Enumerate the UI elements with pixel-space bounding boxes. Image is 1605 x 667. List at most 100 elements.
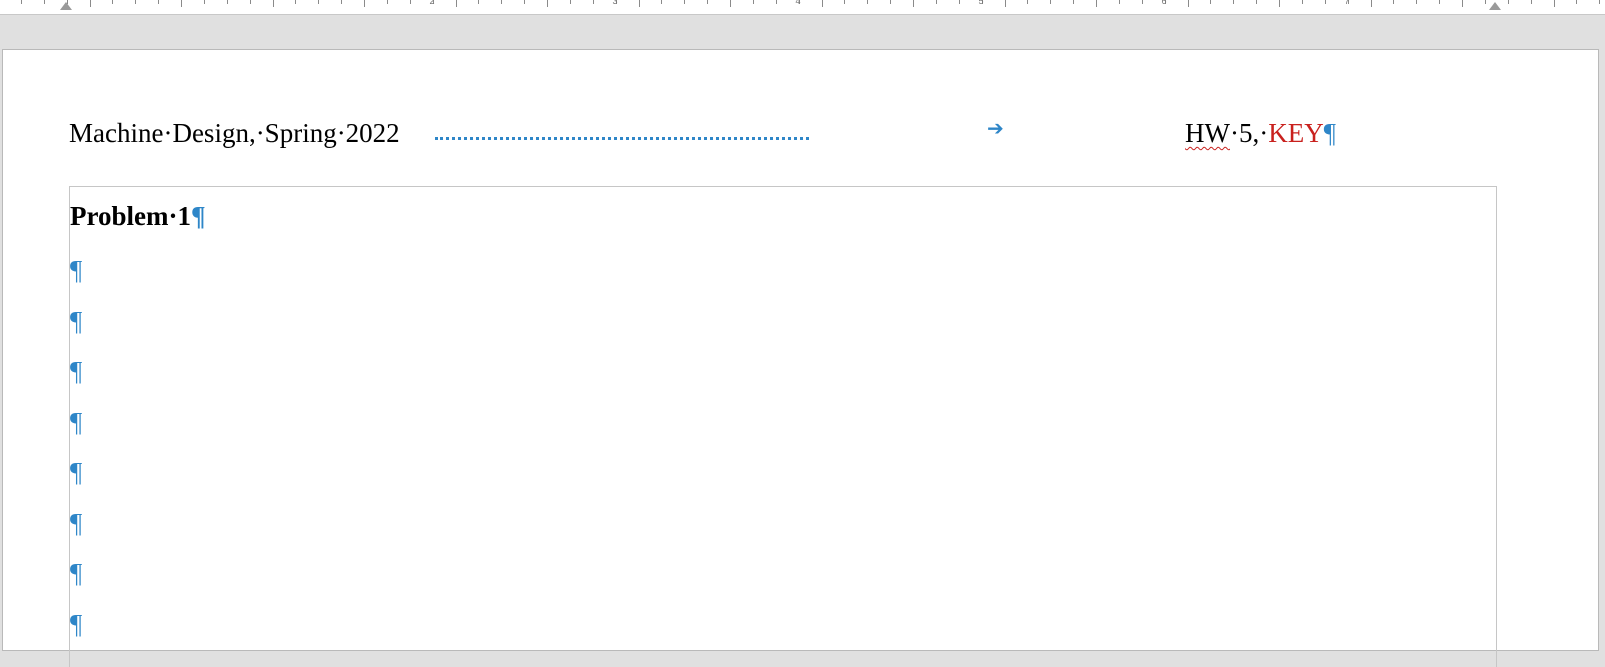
empty-paragraph-mark[interactable]: ¶ xyxy=(70,305,83,336)
ruler-tick xyxy=(890,0,892,4)
ruler-number: 6 xyxy=(1161,0,1167,6)
ruler-tick xyxy=(1027,0,1029,4)
ruler-number: 3 xyxy=(612,0,618,6)
ruler-tick xyxy=(1324,0,1326,4)
ruler-tick xyxy=(1118,0,1120,4)
ruler-tick xyxy=(501,0,503,4)
tab-leader-dots xyxy=(435,133,809,140)
tab-arrow-icon: ➔ xyxy=(987,116,1004,140)
ruler-tick xyxy=(752,0,754,4)
ruler-tick xyxy=(1576,0,1578,4)
problem-heading-text: Problem·1 xyxy=(70,201,191,231)
problem-heading: Problem·1¶ xyxy=(70,201,206,232)
empty-paragraph-mark[interactable]: ¶ xyxy=(70,608,83,639)
ruler-tick xyxy=(1004,0,1006,7)
ruler-tick xyxy=(1233,0,1235,4)
ruler-tick xyxy=(1141,0,1143,4)
ruler-tick xyxy=(89,0,91,7)
ruler-tick xyxy=(798,0,800,4)
ruler-tick xyxy=(1096,0,1097,7)
horizontal-ruler[interactable]: 2 3 4 5 6 7 xyxy=(0,0,1605,15)
ruler-tick xyxy=(43,0,45,4)
ruler-tick xyxy=(730,0,731,7)
ruler-tick xyxy=(981,0,983,4)
page-header[interactable]: Machine·Design,·Spring·2022 ➔ HW·5,·KEY¶ xyxy=(69,116,1369,150)
ruler-tick xyxy=(135,0,137,4)
ruler-tick xyxy=(66,0,68,4)
document-page[interactable]: Machine·Design,·Spring·2022 ➔ HW·5,·KEY¶… xyxy=(2,49,1599,667)
ruler-number: 7 xyxy=(1344,0,1350,6)
empty-paragraph-mark[interactable]: ¶ xyxy=(70,457,83,487)
ruler-tick xyxy=(661,0,663,4)
paragraph-mark: ¶ xyxy=(191,201,206,231)
ruler-tick xyxy=(615,0,617,4)
ruler-number: 5 xyxy=(978,0,984,6)
ruler-tick xyxy=(295,0,297,4)
empty-paragraph-mark[interactable]: ¶ xyxy=(70,507,83,538)
header-hw-number: ·5,· xyxy=(1229,118,1269,148)
empty-paragraph-mark[interactable]: ¶ xyxy=(70,558,83,588)
left-indent-marker[interactable] xyxy=(60,2,72,10)
ruler-tick xyxy=(1530,0,1532,4)
ruler-tick xyxy=(1393,0,1395,4)
ruler-tick xyxy=(1484,0,1486,4)
ruler-tick xyxy=(203,0,205,4)
ruler-tick xyxy=(1416,0,1418,4)
ruler-tick xyxy=(455,0,457,7)
text-boundary-frame[interactable]: Problem·1¶ ¶¶¶¶¶¶¶¶ xyxy=(69,186,1497,667)
header-homework-label: HW·5,·KEY¶ xyxy=(1185,118,1336,149)
ruler-tick xyxy=(226,0,228,4)
ruler-tick xyxy=(1553,0,1555,7)
ruler-tick xyxy=(341,0,343,4)
ruler-tick xyxy=(821,0,823,7)
ruler-tick xyxy=(249,0,251,4)
ruler-tick xyxy=(1210,0,1212,4)
ruler-tick xyxy=(386,0,388,4)
ruler-tick xyxy=(181,0,182,7)
empty-paragraph-mark[interactable]: ¶ xyxy=(70,406,83,437)
ruler-tick xyxy=(1599,0,1601,4)
ruler-tick xyxy=(638,0,640,7)
ruler-tick xyxy=(844,0,846,4)
ruler-tick xyxy=(1462,0,1463,7)
header-key-text: KEY xyxy=(1268,118,1324,148)
empty-paragraph-mark[interactable]: ¶ xyxy=(70,356,83,386)
right-indent-marker[interactable] xyxy=(1489,2,1501,10)
ruler-tick xyxy=(913,0,914,7)
ruler-tick xyxy=(1050,0,1052,4)
ruler-tick xyxy=(112,0,114,4)
ruler-number: 2 xyxy=(429,0,435,6)
ruler-tick xyxy=(409,0,411,4)
ruler-tick xyxy=(1439,0,1441,4)
ruler-tick xyxy=(592,0,594,4)
ruler-tick xyxy=(775,0,777,4)
ruler-tick xyxy=(935,0,937,4)
ruler-tick xyxy=(1256,0,1258,4)
ruler-tick xyxy=(524,0,526,4)
ruler-tick xyxy=(1370,0,1372,7)
ruler-tick xyxy=(158,0,160,4)
ruler-number: 4 xyxy=(795,0,801,6)
ruler-tick xyxy=(547,0,548,7)
ruler-tick xyxy=(1507,0,1509,4)
ruler-tick xyxy=(272,0,274,7)
paragraph-mark: ¶ xyxy=(1323,118,1336,148)
ruler-tick xyxy=(1187,0,1189,7)
ruler-tick xyxy=(432,0,434,4)
ruler-tick xyxy=(569,0,571,4)
ruler-tick xyxy=(707,0,709,4)
ruler-tick xyxy=(1347,0,1349,4)
ruler-tick xyxy=(318,0,320,4)
ruler-tick xyxy=(20,0,22,4)
ruler-tick xyxy=(364,0,365,7)
ruler-tick xyxy=(1164,0,1166,4)
ruler-tick xyxy=(684,0,686,4)
ruler-tick xyxy=(1073,0,1075,4)
spellcheck-word[interactable]: HW xyxy=(1185,118,1230,148)
empty-paragraph-mark[interactable]: ¶ xyxy=(70,255,83,285)
ruler-tick xyxy=(478,0,480,4)
header-course-title: Machine·Design,·Spring·2022 xyxy=(69,118,400,148)
ruler-tick xyxy=(1301,0,1303,4)
ruler-tick xyxy=(958,0,960,4)
ruler-tick xyxy=(867,0,869,4)
